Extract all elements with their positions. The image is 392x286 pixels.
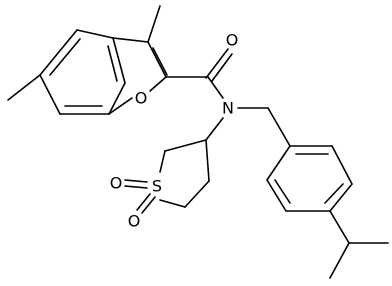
bond — [329, 210, 350, 244]
bond — [274, 179, 291, 204]
bond — [107, 45, 118, 82]
bond — [159, 150, 166, 173]
bond — [205, 139, 210, 182]
carbonyl-oxygen-label: O — [226, 31, 239, 50]
bond — [211, 53, 233, 82]
bond — [267, 107, 291, 147]
bond — [147, 41, 167, 78]
bond — [266, 145, 291, 181]
bond — [164, 139, 207, 152]
bond — [39, 29, 78, 76]
bond — [205, 48, 229, 79]
amide-nitrogen-label: N — [222, 99, 234, 118]
bond — [152, 47, 168, 76]
sulfone-sulfur-label: S — [152, 177, 162, 196]
bond — [331, 145, 353, 185]
bond — [141, 196, 156, 214]
bonds — [7, 5, 389, 279]
bond — [108, 82, 126, 115]
bond — [108, 97, 133, 115]
furan-oxygen-label: O — [135, 89, 148, 108]
bond — [112, 37, 126, 84]
bond — [149, 76, 167, 92]
bond — [205, 117, 224, 141]
bond — [329, 242, 350, 279]
bond — [207, 76, 224, 99]
bond — [266, 179, 287, 212]
bond — [39, 74, 61, 115]
sulfone-oxygen-label: O — [128, 212, 141, 231]
atom-labels: O O N S O O — [110, 31, 239, 231]
bond — [76, 29, 114, 39]
bond — [159, 199, 186, 208]
bond — [124, 185, 148, 189]
sulfone-oxygen-label: O — [110, 174, 123, 193]
bond — [124, 179, 148, 183]
bond — [147, 5, 161, 43]
bond — [112, 37, 149, 43]
bond — [136, 193, 151, 211]
bond — [324, 183, 344, 204]
bond — [329, 183, 353, 212]
bond — [7, 74, 41, 101]
bond — [49, 38, 81, 76]
bond — [184, 180, 210, 208]
